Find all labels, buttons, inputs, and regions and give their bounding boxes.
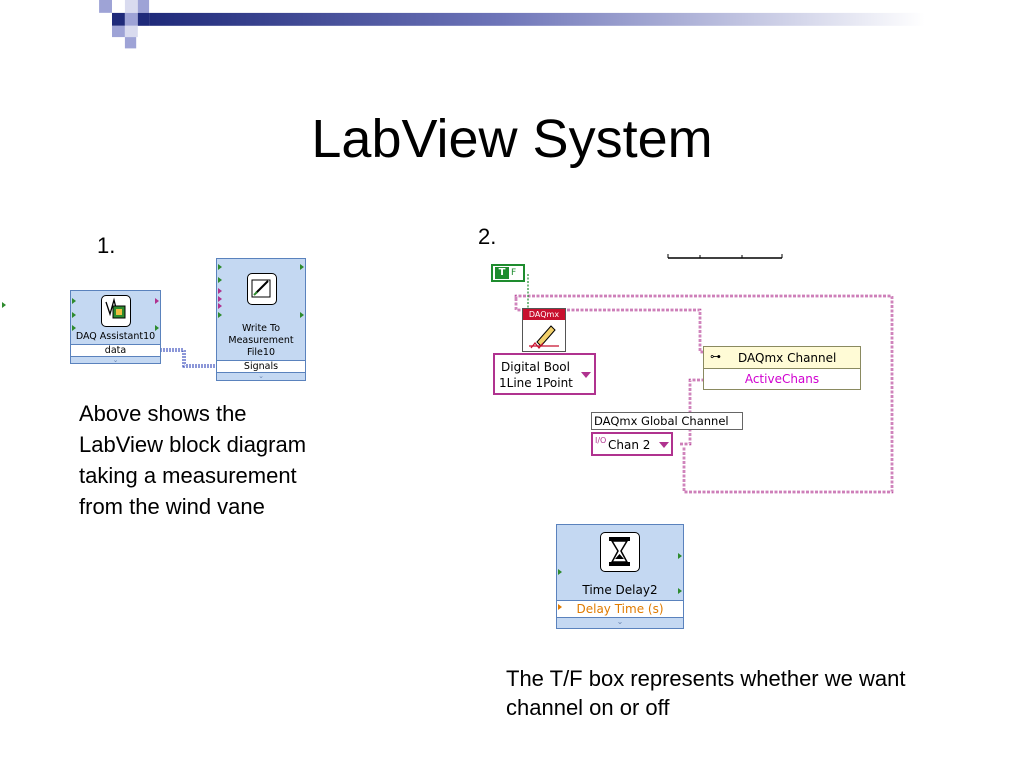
write-file-name-line-3: File10 bbox=[247, 347, 275, 358]
description-line: taking a measurement bbox=[79, 463, 297, 488]
daq-assistant-name: DAQ Assistant10 bbox=[75, 331, 156, 342]
write-measurement-file-block[interactable]: Write To Measurement File10 Signals ⌄ bbox=[216, 258, 306, 381]
daqmx-channel-property-node[interactable]: ⊶ DAQmx Channel ActiveChans bbox=[703, 346, 861, 390]
pencil-icon bbox=[529, 325, 559, 349]
property-node-header: ⊶ DAQmx Channel bbox=[704, 347, 860, 369]
write-file-icon bbox=[247, 273, 277, 305]
slide-title: LabView System bbox=[311, 109, 713, 169]
section-2-number: 2. bbox=[478, 224, 497, 249]
description-line: Above shows the bbox=[79, 401, 247, 426]
time-delay-name: Time Delay2 bbox=[582, 583, 658, 597]
chevron-down-icon[interactable] bbox=[578, 367, 594, 383]
active-chans-property[interactable]: ActiveChans bbox=[704, 369, 860, 389]
hourglass-icon bbox=[600, 532, 640, 572]
global-channel-ring[interactable]: I/O Chan 2 bbox=[591, 432, 673, 456]
expand-icon[interactable]: ⌄ bbox=[616, 617, 624, 626]
daqmx-write-icon[interactable]: DAQmx bbox=[522, 308, 566, 352]
chevron-down-icon[interactable] bbox=[657, 438, 671, 452]
time-delay-block[interactable]: Time Delay2 Delay Time (s) ⌄ bbox=[556, 524, 684, 629]
ring-line-1: Digital Bool bbox=[501, 360, 570, 374]
global-channel-label: DAQmx Global Channel bbox=[591, 412, 743, 430]
daq-assistant-data-terminal[interactable]: data bbox=[71, 344, 160, 357]
ring-line-2: 1Line 1Point bbox=[499, 376, 573, 390]
write-file-name-line-2: Measurement bbox=[228, 335, 294, 346]
header-decoration bbox=[99, 0, 925, 49]
io-name-icon: I/O bbox=[595, 436, 607, 445]
reference-icon: ⊶ bbox=[710, 350, 721, 363]
section-2-note: The T/F box represents whether we want c… bbox=[506, 664, 1006, 722]
data-wire bbox=[160, 348, 216, 368]
daq-assistant-icon bbox=[101, 295, 131, 327]
description-line: LabView block diagram bbox=[79, 432, 307, 457]
diagram-2-wires bbox=[514, 254, 894, 494]
digital-bool-ring[interactable]: Digital Bool 1Line 1Point bbox=[493, 353, 596, 395]
write-file-name-line-1: Write To bbox=[241, 323, 281, 334]
time-delay-terminal-arrows bbox=[558, 553, 682, 610]
delay-time-terminal[interactable]: Delay Time (s) bbox=[557, 600, 683, 618]
note-line: channel on or off bbox=[506, 695, 670, 720]
daqmx-label: DAQmx bbox=[523, 309, 565, 320]
global-channel-value: Chan 2 bbox=[608, 438, 651, 452]
section-1-number: 1. bbox=[97, 233, 116, 258]
daq-assistant-terminal-arrows bbox=[72, 298, 159, 331]
boolean-tf-toggle[interactable]: F bbox=[511, 268, 517, 278]
note-line: The T/F box represents whether we want bbox=[506, 666, 906, 691]
boolean-constant[interactable]: T F bbox=[491, 264, 525, 282]
boolean-true-value: T bbox=[495, 267, 509, 279]
description-line: from the wind vane bbox=[79, 494, 265, 519]
section-1-description: Above shows the LabView block diagram ta… bbox=[79, 398, 379, 522]
property-node-title: DAQmx Channel bbox=[738, 351, 837, 365]
write-file-terminal-arrows bbox=[218, 264, 304, 318]
write-file-signals-terminal[interactable]: Signals bbox=[217, 360, 305, 373]
daq-assistant-block[interactable]: DAQ Assistant10 data ⌄ bbox=[2, 290, 161, 364]
expand-icon[interactable]: ⌄ bbox=[112, 356, 119, 364]
expand-icon[interactable]: ⌄ bbox=[258, 372, 264, 380]
